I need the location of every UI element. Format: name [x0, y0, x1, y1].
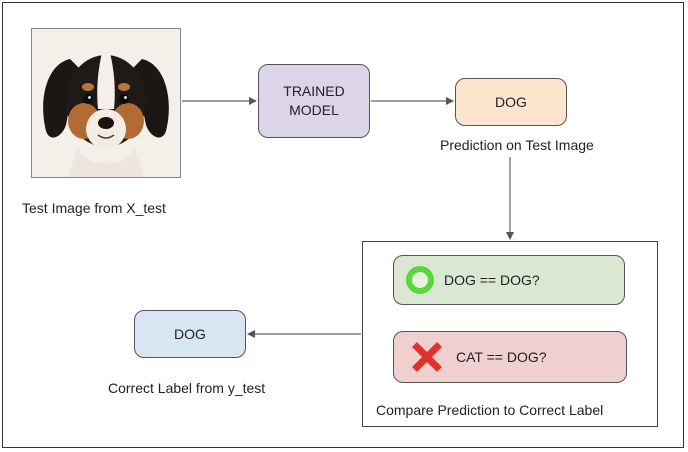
- test-image: [31, 28, 181, 178]
- mismatch-check-box: CAT == DOG?: [393, 331, 627, 383]
- trained-model-line1: TRAINED: [283, 83, 345, 99]
- trained-model-line2: MODEL: [289, 102, 339, 118]
- test-image-caption: Test Image from X_test: [22, 200, 166, 216]
- red-x-icon: [412, 342, 442, 372]
- match-check-text: DOG == DOG?: [444, 271, 540, 288]
- puppy-picture: [32, 29, 180, 177]
- match-check-box: DOG == DOG?: [393, 255, 625, 305]
- prediction-label: DOG: [495, 93, 527, 110]
- compare-caption: Compare Prediction to Correct Label: [376, 402, 604, 418]
- prediction-box: DOG: [455, 78, 567, 126]
- correct-label-caption: Correct Label from y_test: [108, 380, 266, 396]
- correct-label-box: DOG: [134, 310, 246, 358]
- mismatch-check-text: CAT == DOG?: [456, 348, 547, 365]
- trained-model-box: TRAINED MODEL: [258, 64, 370, 138]
- green-circle-icon: [406, 266, 434, 294]
- prediction-caption: Prediction on Test Image: [440, 137, 594, 153]
- correct-label-text: DOG: [174, 325, 206, 342]
